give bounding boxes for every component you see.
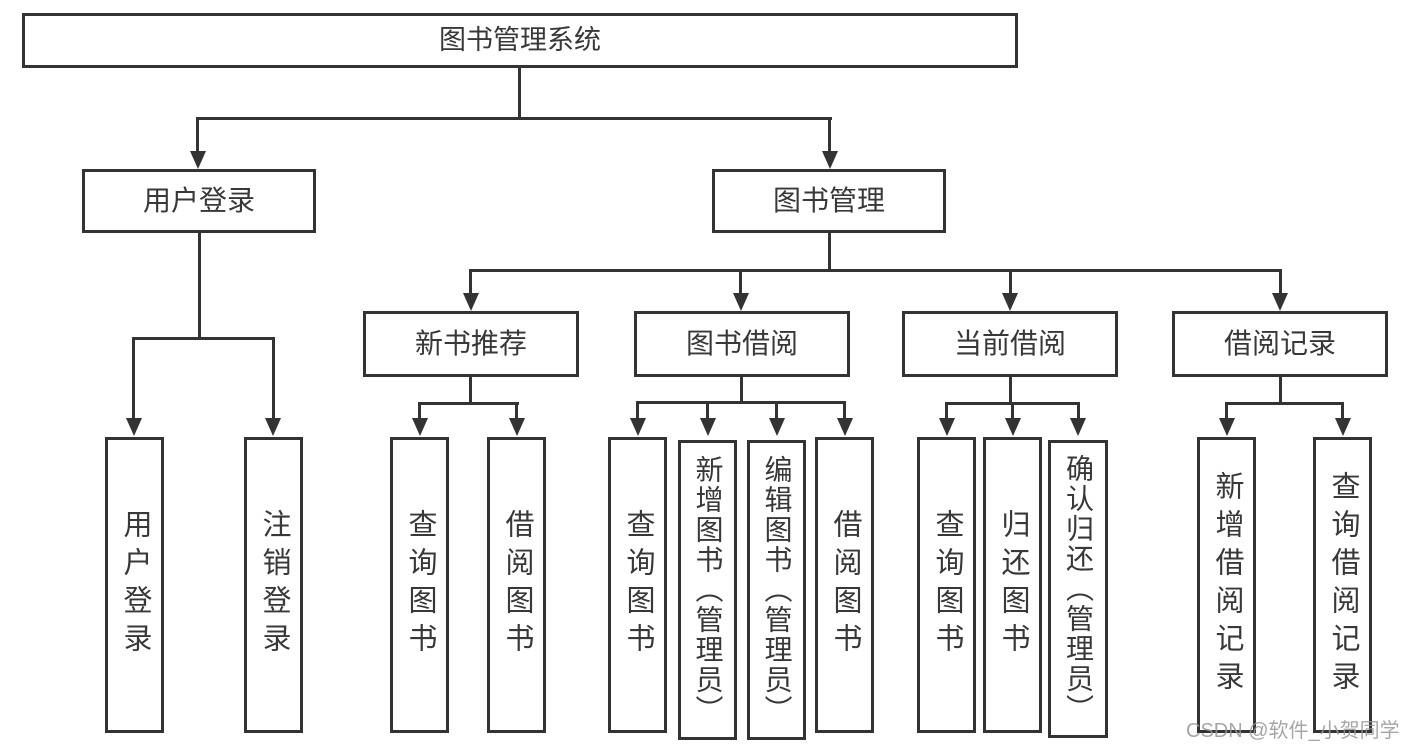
arrowhead-icon	[630, 418, 646, 436]
node-user-login: 用户登录	[82, 169, 316, 233]
node-borrow-records: 借阅记录	[1172, 311, 1388, 377]
leaf-label: 查询图书	[931, 509, 963, 661]
node-label: 图书借阅	[685, 328, 798, 359]
connector-line	[828, 117, 831, 154]
leaf-label: 用户登录	[119, 509, 151, 661]
leaf-add-book-admin: 新增图书（管理员）	[678, 440, 737, 740]
node-book-management: 图书管理	[712, 169, 946, 233]
connector-line	[198, 233, 201, 339]
leaf-label: 新增图书（管理员）	[692, 455, 724, 725]
connector-line	[1279, 272, 1282, 296]
arrowhead-icon	[1219, 418, 1235, 436]
arrowhead-icon	[733, 293, 749, 311]
leaf-confirm-return-admin: 确认归还（管理员）	[1048, 440, 1108, 738]
leaf-add-borrow-record: 新增借阅记录	[1197, 437, 1256, 733]
arrowhead-icon	[1070, 418, 1086, 436]
connector-line	[196, 117, 199, 154]
connector-line	[469, 272, 472, 296]
connector-line	[1077, 405, 1080, 420]
arrowhead-icon	[190, 151, 206, 169]
arrowhead-icon	[700, 418, 716, 436]
leaf-edit-book-admin: 编辑图书（管理员）	[747, 440, 806, 740]
connector-line	[1225, 402, 1344, 405]
connector-line	[636, 404, 639, 420]
connector-line	[518, 68, 521, 120]
leaf-label: 查询图书	[622, 509, 654, 661]
node-label: 借阅记录	[1223, 328, 1336, 359]
leaf-query-books-borrow: 查询图书	[608, 437, 667, 733]
connector-line	[843, 404, 846, 420]
arrowhead-icon	[1335, 418, 1351, 436]
watermark: CSDN @软件_小贺同学	[1186, 720, 1400, 742]
connector-line	[1341, 405, 1344, 420]
arrowhead-icon	[509, 418, 525, 436]
node-root: 图书管理系统	[22, 13, 1018, 68]
node-current-borrow: 当前借阅	[902, 311, 1118, 377]
connector-line	[132, 337, 275, 340]
leaf-borrow-books: 借阅图书	[815, 437, 874, 733]
leaf-return-book: 归还图书	[983, 437, 1042, 733]
connector-line	[1279, 377, 1282, 405]
connector-line	[272, 340, 275, 420]
arrowhead-icon	[412, 418, 428, 436]
node-new-book-recommend: 新书推荐	[363, 311, 579, 377]
connector-line	[636, 401, 846, 404]
connector-line	[132, 340, 135, 420]
connector-line	[515, 405, 518, 420]
node-label: 新书推荐	[414, 328, 527, 359]
node-label: 当前借阅	[953, 328, 1066, 359]
arrowhead-icon	[265, 418, 281, 436]
node-label: 图书管理	[772, 185, 885, 216]
arrowhead-icon	[1005, 418, 1021, 436]
leaf-logout: 注销登录	[244, 437, 303, 733]
arrowhead-icon	[822, 151, 838, 169]
arrowhead-icon	[939, 418, 955, 436]
connector-line	[469, 377, 472, 405]
leaf-borrow-books-recommend: 借阅图书	[487, 437, 546, 733]
connector-line	[945, 402, 1080, 405]
leaf-label: 归还图书	[997, 509, 1029, 661]
connector-line	[828, 233, 831, 272]
leaf-label: 查询借阅记录	[1327, 471, 1359, 699]
leaf-label: 新增借阅记录	[1211, 471, 1243, 699]
leaf-user-login: 用户登录	[105, 437, 164, 733]
leaf-label: 注销登录	[258, 509, 290, 661]
arrowhead-icon	[126, 418, 142, 436]
arrowhead-icon	[463, 293, 479, 311]
connector-line	[1009, 272, 1012, 296]
connector-line	[706, 404, 709, 420]
connector-line	[196, 117, 832, 120]
arrowhead-icon	[1002, 293, 1018, 311]
arrowhead-icon	[837, 418, 853, 436]
arrowhead-icon	[1272, 293, 1288, 311]
leaf-label: 借阅图书	[501, 509, 533, 661]
node-book-borrow: 图书借阅	[634, 311, 850, 377]
connector-line	[1009, 377, 1012, 405]
leaf-query-borrow-record: 查询借阅记录	[1313, 437, 1372, 733]
leaf-label: 查询图书	[404, 509, 436, 661]
node-label: 图书管理系统	[439, 25, 601, 55]
arrowhead-icon	[769, 418, 785, 436]
node-label: 用户登录	[142, 185, 255, 216]
connector-line	[418, 402, 519, 405]
connector-line	[740, 377, 743, 404]
leaf-query-books-recommend: 查询图书	[390, 437, 449, 733]
leaf-query-books-current: 查询图书	[917, 437, 976, 733]
leaf-label: 借阅图书	[829, 509, 861, 661]
leaf-label: 编辑图书（管理员）	[761, 455, 793, 725]
connector-line	[1011, 405, 1014, 420]
connector-line	[945, 405, 948, 420]
connector-line	[775, 404, 778, 420]
connector-line	[418, 405, 421, 420]
connector-line	[469, 269, 1282, 272]
connector-line	[1225, 405, 1228, 420]
leaf-label: 确认归还（管理员）	[1063, 454, 1094, 724]
connector-line	[739, 272, 742, 296]
